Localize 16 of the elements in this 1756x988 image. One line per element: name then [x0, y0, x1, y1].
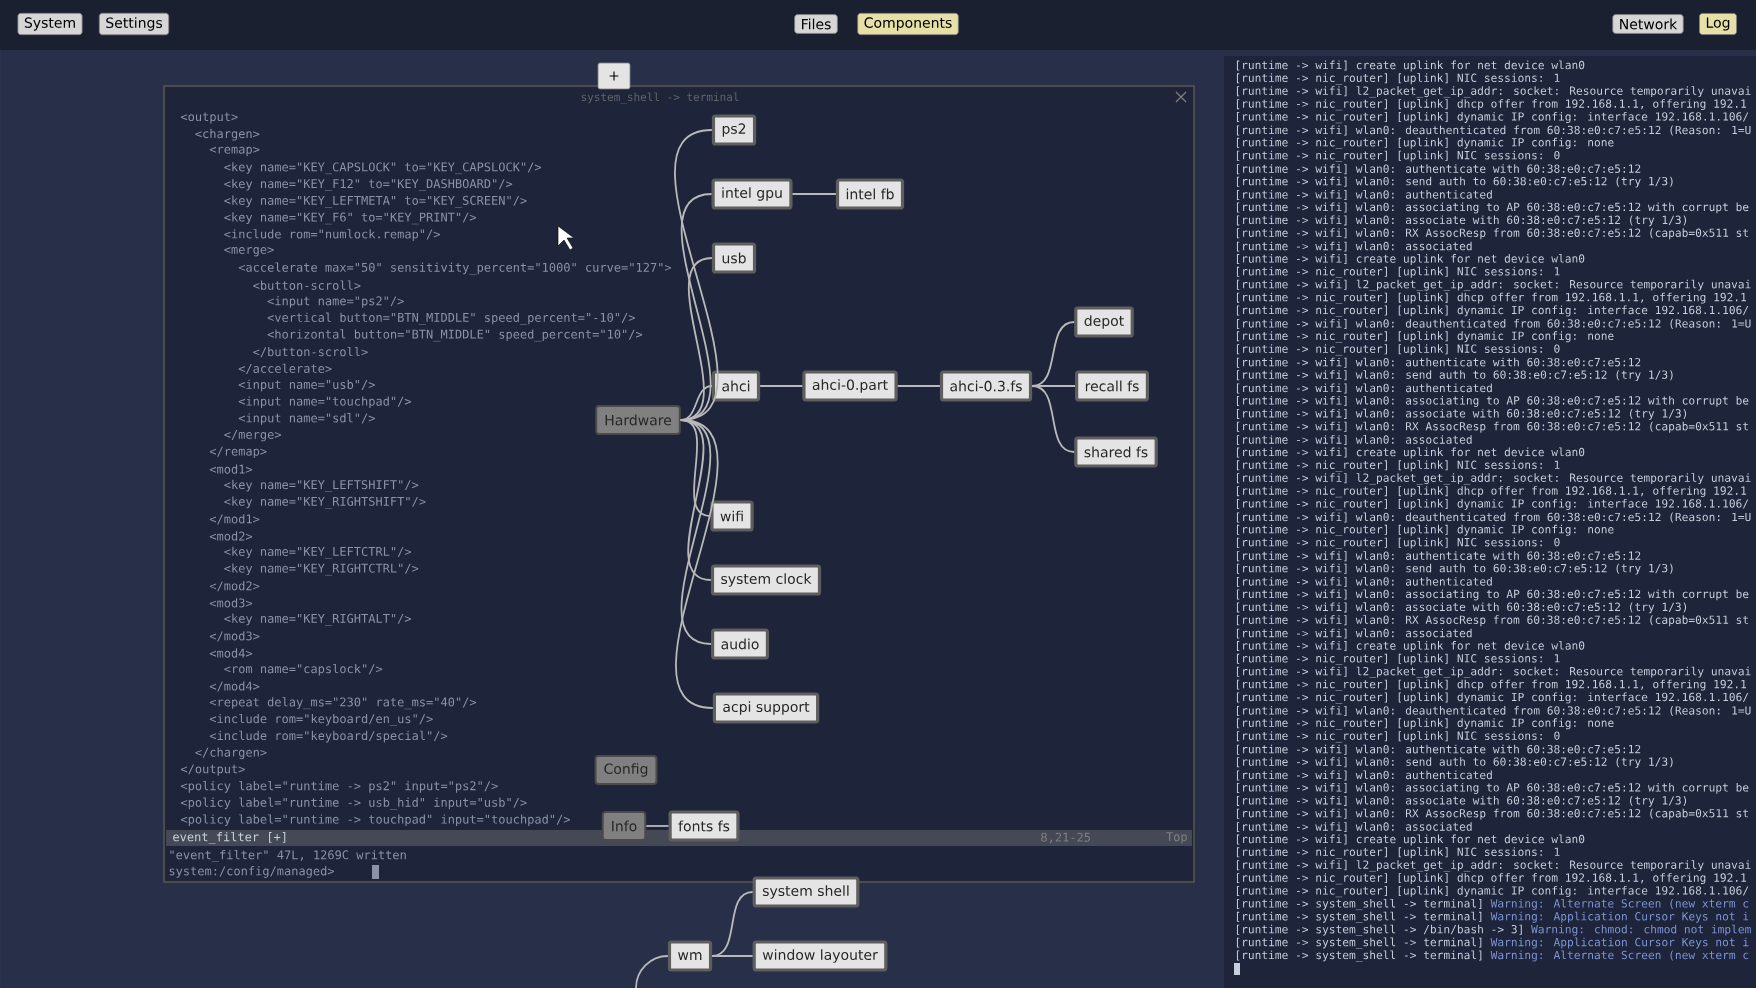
connector-line — [674, 129, 719, 421]
connector-line — [1031, 321, 1076, 387]
connector-line — [896, 385, 941, 387]
connector-line — [679, 193, 713, 421]
connector-line — [635, 955, 669, 988]
connector-line — [759, 385, 804, 387]
connector-line — [791, 193, 837, 195]
connector-line — [1031, 385, 1076, 453]
connector-line — [1031, 385, 1076, 387]
connector-line — [679, 419, 712, 645]
connector-line — [679, 385, 713, 421]
connector-line — [675, 419, 719, 709]
connector-line — [711, 955, 754, 957]
connector-line — [679, 419, 712, 517]
connector-line — [645, 825, 670, 827]
connector-line — [711, 891, 754, 957]
